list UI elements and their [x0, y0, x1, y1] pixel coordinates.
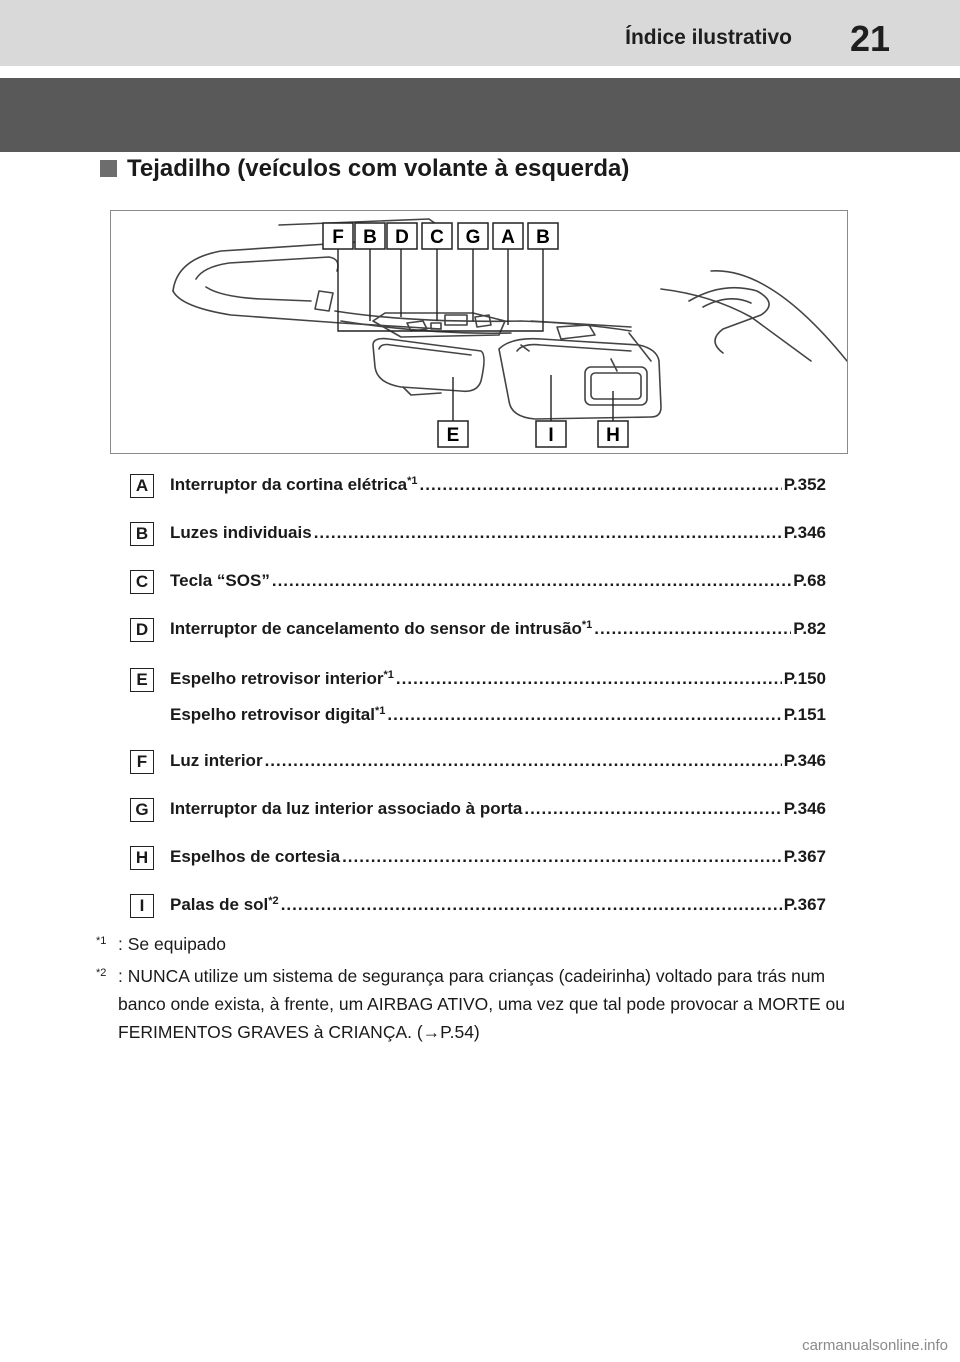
- svg-text:D: D: [395, 227, 409, 248]
- roof-illustration: F B D C G A B E I H: [110, 210, 848, 454]
- legend-letter-badge: D: [130, 618, 154, 642]
- svg-text:C: C: [430, 227, 444, 248]
- heading-square-icon: [100, 160, 117, 177]
- legend-letter-badge: H: [130, 846, 154, 870]
- footnote-2-mark: *2: [96, 967, 107, 979]
- callout-d: D: [386, 222, 418, 250]
- svg-text:B: B: [363, 227, 377, 248]
- legend-entry: B Luzes individuais P.346: [130, 520, 830, 550]
- callout-f: F: [322, 222, 354, 250]
- callout-g: G: [457, 222, 489, 250]
- svg-text:A: A: [501, 227, 515, 248]
- legend-entry: D Interruptor de cancelamento do sensor d…: [130, 616, 830, 646]
- page-reference: P.82: [793, 619, 826, 638]
- page-reference: P.346: [783, 751, 826, 770]
- svg-text:B: B: [536, 227, 550, 248]
- legend-letter-badge: F: [130, 750, 154, 774]
- svg-text:G: G: [466, 227, 481, 248]
- page-reference: P.367: [783, 895, 826, 914]
- dot-leader: [524, 799, 781, 819]
- legend-label: Interruptor da luz interior associado à …: [170, 799, 523, 818]
- legend-label: Luzes individuais: [170, 523, 312, 542]
- legend-letter-badge: B: [130, 522, 154, 546]
- footnote-1: *1 : Se equipado: [96, 930, 866, 958]
- svg-text:F: F: [332, 227, 344, 248]
- section-heading-text: Tejadilho (veículos com volante à esquer…: [127, 155, 630, 182]
- legend-letter-badge: E: [130, 668, 154, 692]
- svg-text:H: H: [606, 425, 620, 446]
- legend-label: Interruptor de cancelamento do sensor de…: [170, 619, 582, 638]
- dot-leader: [396, 669, 782, 689]
- page-reference: P.352: [783, 475, 826, 494]
- footnote-2: *2 : NUNCA utilize um sistema de seguran…: [96, 962, 866, 1046]
- legend-label: Espelho retrovisor digital: [170, 705, 375, 724]
- callout-i: I: [535, 420, 567, 448]
- callout-a: A: [492, 222, 524, 250]
- page-reference: P.68: [793, 571, 826, 590]
- legend-label: Tecla “SOS”: [170, 571, 270, 590]
- callout-b-left: B: [354, 222, 386, 250]
- dot-leader: [387, 705, 781, 725]
- dot-leader: [342, 847, 782, 867]
- legend-letter-badge: I: [130, 894, 154, 918]
- page-reference: P.346: [783, 799, 826, 818]
- legend-label: Palas de sol: [170, 895, 269, 914]
- callout-b-right: B: [527, 222, 559, 250]
- legend-entry: F Luz interior P.346: [130, 748, 830, 778]
- section-title: Índice ilustrativo: [625, 26, 792, 49]
- legend-letter-badge: A: [130, 474, 154, 498]
- legend-letter-badge: G: [130, 798, 154, 822]
- header-bar: [0, 0, 960, 66]
- legend-label: Luz interior: [170, 751, 263, 770]
- dot-leader: [314, 523, 782, 543]
- header-band: [0, 78, 960, 152]
- svg-text:E: E: [447, 425, 460, 446]
- section-heading: Tejadilho (veículos com volante à esquer…: [100, 155, 629, 183]
- footnote-1-text: : Se equipado: [118, 934, 227, 954]
- legend-entry: C Tecla “SOS” P.68: [130, 568, 830, 598]
- page-number: 21: [849, 18, 890, 59]
- legend-label: Interruptor da cortina elétrica: [170, 475, 408, 494]
- watermark: carmanualsonline.info: [802, 1337, 948, 1354]
- dot-leader: [272, 571, 791, 591]
- footnote-2-text: : NUNCA utilize um sistema de segurança …: [118, 966, 845, 1042]
- page-reference: P.346: [783, 523, 826, 542]
- callout-c: C: [421, 222, 453, 250]
- dot-leader: [594, 619, 791, 639]
- roof-drawing: F B D C G A B E I H: [172, 218, 847, 448]
- dot-leader: [265, 751, 782, 771]
- legend-entry: H Espelhos de cortesia P.367: [130, 844, 830, 874]
- page-reference: P.367: [783, 847, 826, 866]
- svg-text:I: I: [548, 425, 553, 446]
- page-reference: P.150: [783, 669, 826, 688]
- dot-leader: [420, 475, 782, 495]
- legend-entry: G Interruptor da luz interior associado à…: [130, 796, 830, 826]
- legend-label: Espelho retrovisor interior: [170, 669, 384, 688]
- legend-letter-badge: C: [130, 570, 154, 594]
- callout-h: H: [597, 420, 629, 448]
- footnote-1-mark: *1: [96, 935, 107, 947]
- page-reference: P.151: [783, 705, 826, 724]
- legend-label: Espelhos de cortesia: [170, 847, 341, 866]
- dot-leader: [281, 895, 782, 915]
- legend-entry: Espelho retrovisor digital*1P.151: [130, 702, 830, 732]
- callout-e: E: [437, 420, 469, 448]
